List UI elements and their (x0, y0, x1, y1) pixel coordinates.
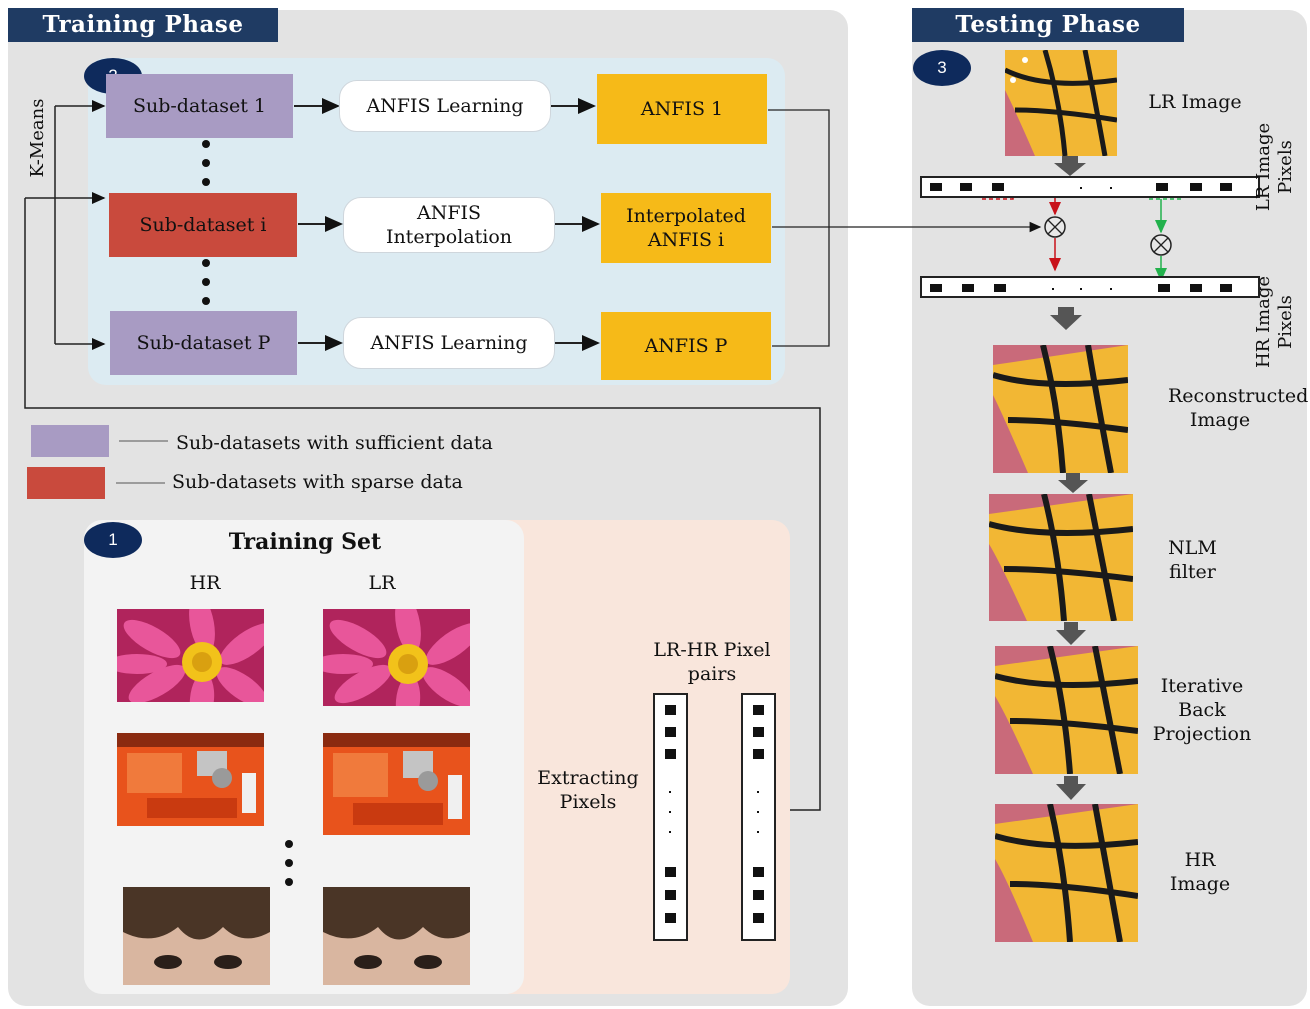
training-set-title: Training Set (228, 529, 382, 555)
reconstructed-butterfly-image (993, 345, 1128, 473)
lr-image-pixels-label: LR Image Pixels (1253, 122, 1296, 212)
machine-lr-image (323, 733, 470, 835)
anfis-interpolation: ANFIS Interpolation (343, 197, 555, 253)
extracting-pixels-label: Extracting Pixels (537, 767, 639, 813)
step-reconstructed-label: Reconstructed Image (1168, 385, 1309, 431)
sub-dataset-i: Sub-dataset i (109, 193, 297, 257)
ellipsis-dot (202, 159, 210, 167)
sub-dataset-1: Sub-dataset 1 (106, 74, 293, 138)
hr-pixel-strip (920, 276, 1260, 298)
lr-pixel-strip (920, 176, 1260, 198)
flower-lr-image (323, 609, 470, 706)
interpolated-anfis-i-model: Interpolated ANFIS i (601, 193, 771, 263)
sub-dataset-p: Sub-dataset P (110, 311, 297, 375)
ellipsis-dot (202, 178, 210, 186)
lr-pixel-column (653, 693, 688, 941)
ellipsis-dot (285, 878, 293, 886)
legend-swatch-sufficient (31, 425, 109, 457)
hr-pixel-column (741, 693, 776, 941)
anfis-learning-p: ANFIS Learning (343, 317, 555, 369)
lr-column-label: LR (368, 572, 396, 594)
child-lr-image (323, 887, 470, 985)
step-1-badge: 1 (84, 522, 142, 558)
ellipsis-dot (202, 278, 210, 286)
ibp-butterfly-image (995, 646, 1138, 774)
flower-hr-image (117, 609, 264, 702)
anfis-1-model: ANFIS 1 (597, 74, 767, 144)
hr-column-label: HR (189, 572, 221, 594)
step-hr-image-label: HR Image (1169, 849, 1231, 895)
legend-swatch-sparse (27, 467, 105, 499)
ellipsis-dot (202, 259, 210, 267)
kmeans-label: K-Means (27, 98, 48, 178)
machine-hr-image (117, 733, 264, 826)
legend-sufficient-label: Sub-datasets with sufficient data (176, 432, 493, 454)
anfis-learning-1: ANFIS Learning (339, 80, 551, 132)
lr-butterfly-image (1005, 50, 1117, 156)
lr-image-label: LR Image (1148, 91, 1242, 113)
training-phase-title: Training Phase (8, 8, 278, 42)
step-3-badge: 3 (913, 50, 971, 86)
child-hr-image (123, 887, 270, 985)
ellipsis-dot (202, 297, 210, 305)
hr-image-pixels-label: HR Image Pixels (1253, 275, 1296, 369)
nlm-butterfly-image (989, 494, 1133, 621)
step-ibp-label: Iterative Back Projection (1152, 675, 1252, 745)
testing-phase-title: Testing Phase (912, 8, 1184, 42)
pixel-pairs-label: LR-HR Pixel pairs (653, 639, 771, 685)
ellipsis-dot (202, 140, 210, 148)
step-nlm-label: NLM filter (1168, 537, 1217, 583)
anfis-p-model: ANFIS P (601, 312, 771, 380)
hr-butterfly-image (995, 804, 1138, 942)
ellipsis-dot (285, 840, 293, 848)
ellipsis-dot (285, 859, 293, 867)
legend-sparse-label: Sub-datasets with sparse data (172, 471, 463, 493)
